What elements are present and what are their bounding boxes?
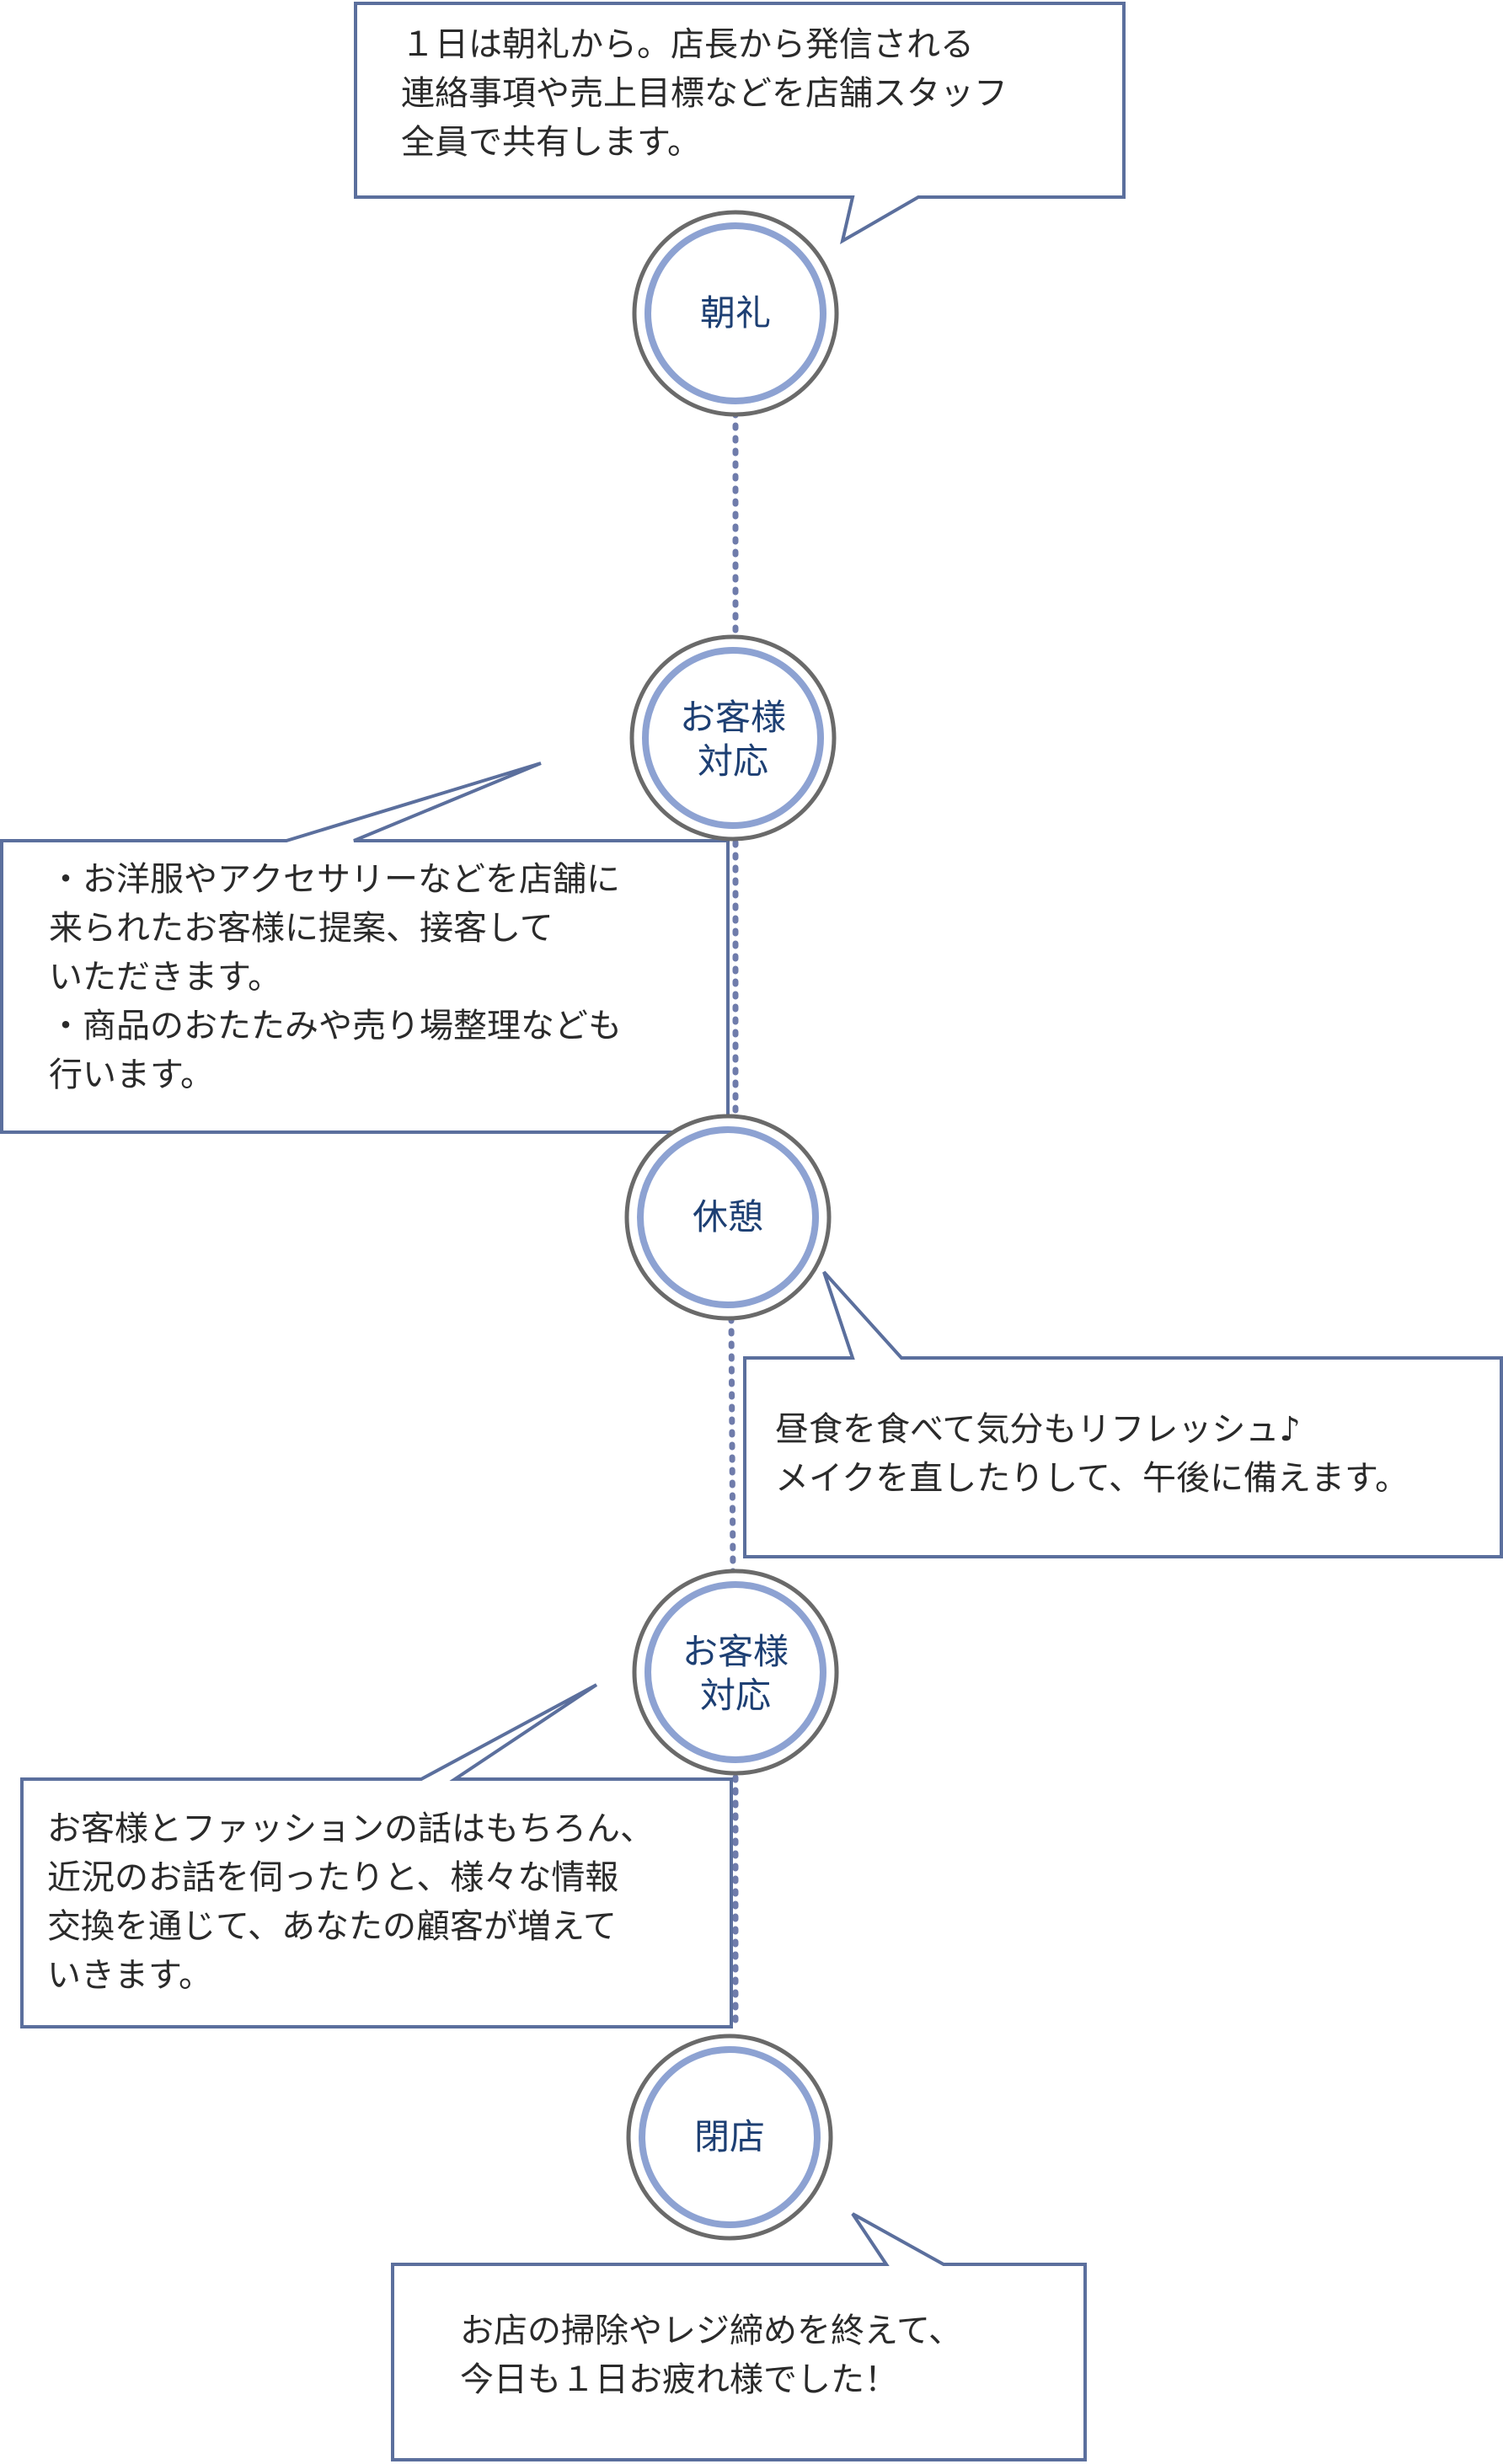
bubble-text-closing: お店の掃除やレジ締めを終えて、 今日も１日お疲れ様でした！ (460, 2312, 962, 2399)
bubble-text-customer-service-2: お客様とファッションの話はもちろん、 近況のお話を伺ったりと、様々な情報 交換を… (47, 1809, 654, 1995)
node-label-customer-service-1: お客様 対応 (679, 697, 786, 782)
bubble-text-chorei: １日は朝礼から。店長から発信される 連絡事項や売上目標などを店舗スタッフ 全員で… (401, 25, 1008, 162)
node-circle-4 (632, 1569, 839, 1776)
node-label-break: 休憩 (692, 1196, 763, 1237)
node-circle-1 (632, 210, 839, 417)
speech-bubble-4 (20, 1683, 733, 2028)
node-label-chorei: 朝礼 (699, 292, 771, 334)
speech-bubble-1 (354, 2, 1126, 245)
node-circle-3 (624, 1114, 832, 1321)
node-label-customer-service-2: お客様 対応 (682, 1631, 789, 1716)
speech-bubble-2 (0, 762, 730, 1134)
bubble-text-customer-service-1: ・お洋服やアクセサリーなどを店舗に 来られたお客様に提案、接客して いただきます… (49, 860, 622, 1094)
node-circle-5 (626, 2034, 833, 2241)
bubble-text-break: 昼食を食べて気分もリフレッシュ♪ メイクを直したりして、午後に備えます。 (775, 1410, 1409, 1498)
node-circle-2 (629, 634, 837, 842)
speech-bubble-5 (391, 2212, 1087, 2461)
node-label-closing: 閉店 (693, 2116, 765, 2157)
connector-3 (728, 1315, 736, 1574)
speech-bubble-3 (743, 1270, 1503, 1558)
